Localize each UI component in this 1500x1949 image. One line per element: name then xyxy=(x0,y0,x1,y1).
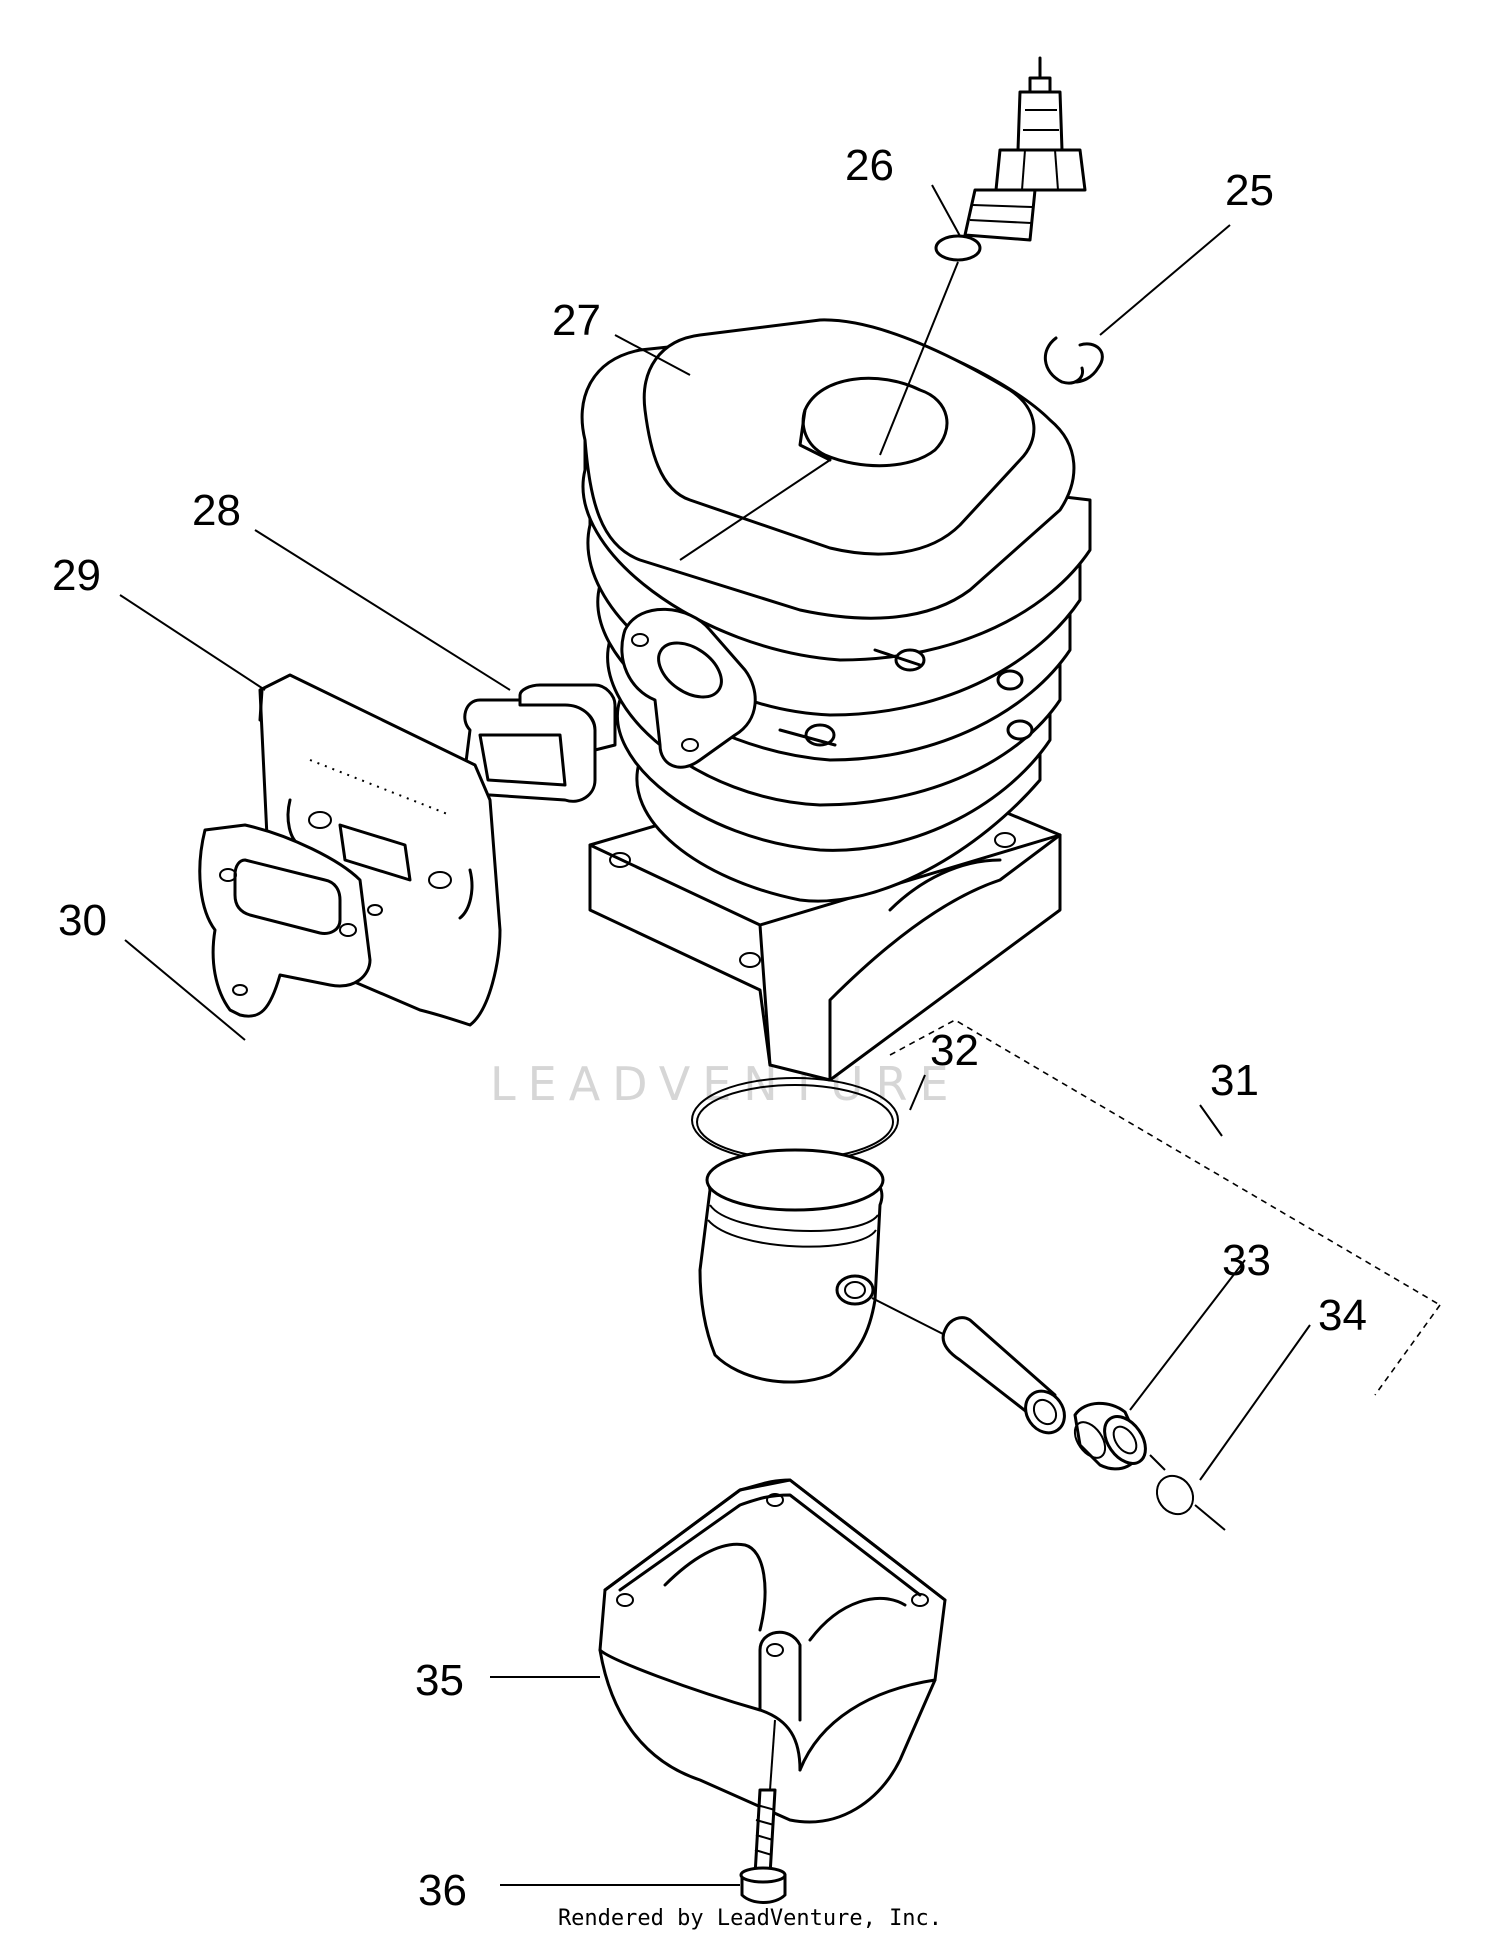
callout-28: 28 xyxy=(192,486,241,535)
callout-29: 29 xyxy=(52,551,101,600)
callout-25: 25 xyxy=(1225,166,1274,215)
piston-pin-part[interactable] xyxy=(941,1316,1072,1441)
screw-part[interactable] xyxy=(739,1788,787,1904)
footer-credit: Rendered by LeadVenture, Inc. xyxy=(557,1906,943,1931)
callout-32: 32 xyxy=(930,1026,979,1075)
crankcase-half-part[interactable] xyxy=(598,1478,947,1824)
callout-35: 35 xyxy=(415,1656,464,1705)
piston-assembly-bracket xyxy=(889,1019,1441,1396)
piston-part[interactable] xyxy=(698,1148,885,1384)
callout-31: 31 xyxy=(1210,1056,1259,1105)
callout-27: 27 xyxy=(552,296,601,345)
callout-34: 34 xyxy=(1318,1291,1367,1340)
callout-36: 36 xyxy=(418,1866,467,1915)
gasket-part[interactable] xyxy=(198,823,372,1018)
circlip-part[interactable] xyxy=(1150,1469,1201,1521)
watermark: LEADVENTURE xyxy=(490,1057,961,1111)
callout-33: 33 xyxy=(1222,1236,1271,1285)
callout-26: 26 xyxy=(845,141,894,190)
intake-sleeve-part[interactable] xyxy=(463,683,617,803)
needle-bearing-part[interactable] xyxy=(1069,1401,1154,1471)
spark-plug-part[interactable] xyxy=(934,56,1087,262)
cylinder-part[interactable] xyxy=(580,318,1092,1082)
callout-30: 30 xyxy=(58,896,107,945)
clip-part[interactable] xyxy=(1043,336,1104,385)
leader-lines xyxy=(119,184,1311,1886)
